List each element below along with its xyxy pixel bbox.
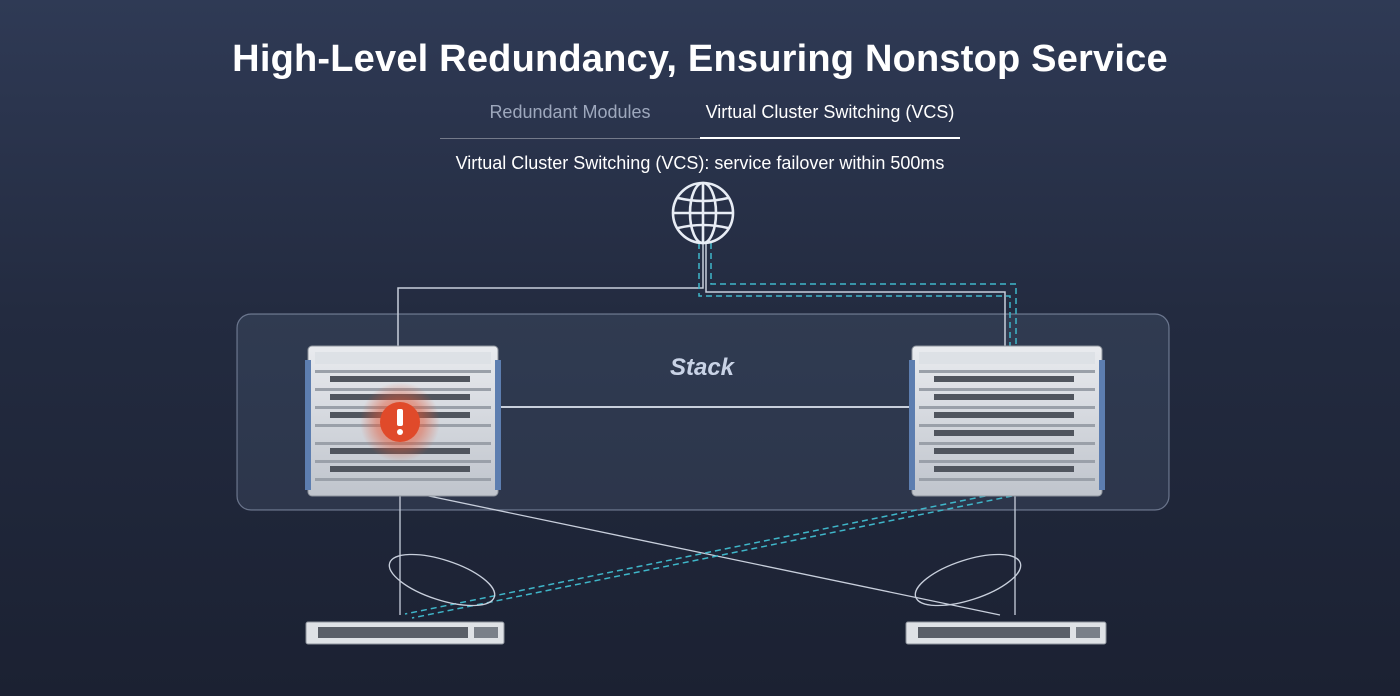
globe-icon — [671, 181, 735, 245]
access-switch-right — [905, 621, 1107, 645]
stack-label: Stack — [669, 354, 735, 381]
tab-vcs[interactable]: Virtual Cluster Switching (VCS) — [700, 90, 960, 139]
page-title: High-Level Redundancy, Ensuring Nonstop … — [232, 38, 1168, 80]
diagram-caption: Virtual Cluster Switching (VCS): service… — [455, 153, 945, 173]
uplink-lines — [397, 243, 1017, 350]
core-switch-right — [909, 345, 1105, 497]
access-switch-left — [305, 621, 505, 645]
lag-ellipse-left — [388, 553, 496, 607]
downlink-lines — [399, 489, 1016, 616]
tab-redundant-modules[interactable]: Redundant Modules — [489, 102, 651, 122]
lag-ellipse-right — [914, 553, 1022, 607]
tab-bar: Redundant Modules Virtual Cluster Switch… — [440, 90, 960, 139]
failover-downlinks — [404, 491, 1013, 619]
exclamation-icon — [380, 402, 420, 442]
